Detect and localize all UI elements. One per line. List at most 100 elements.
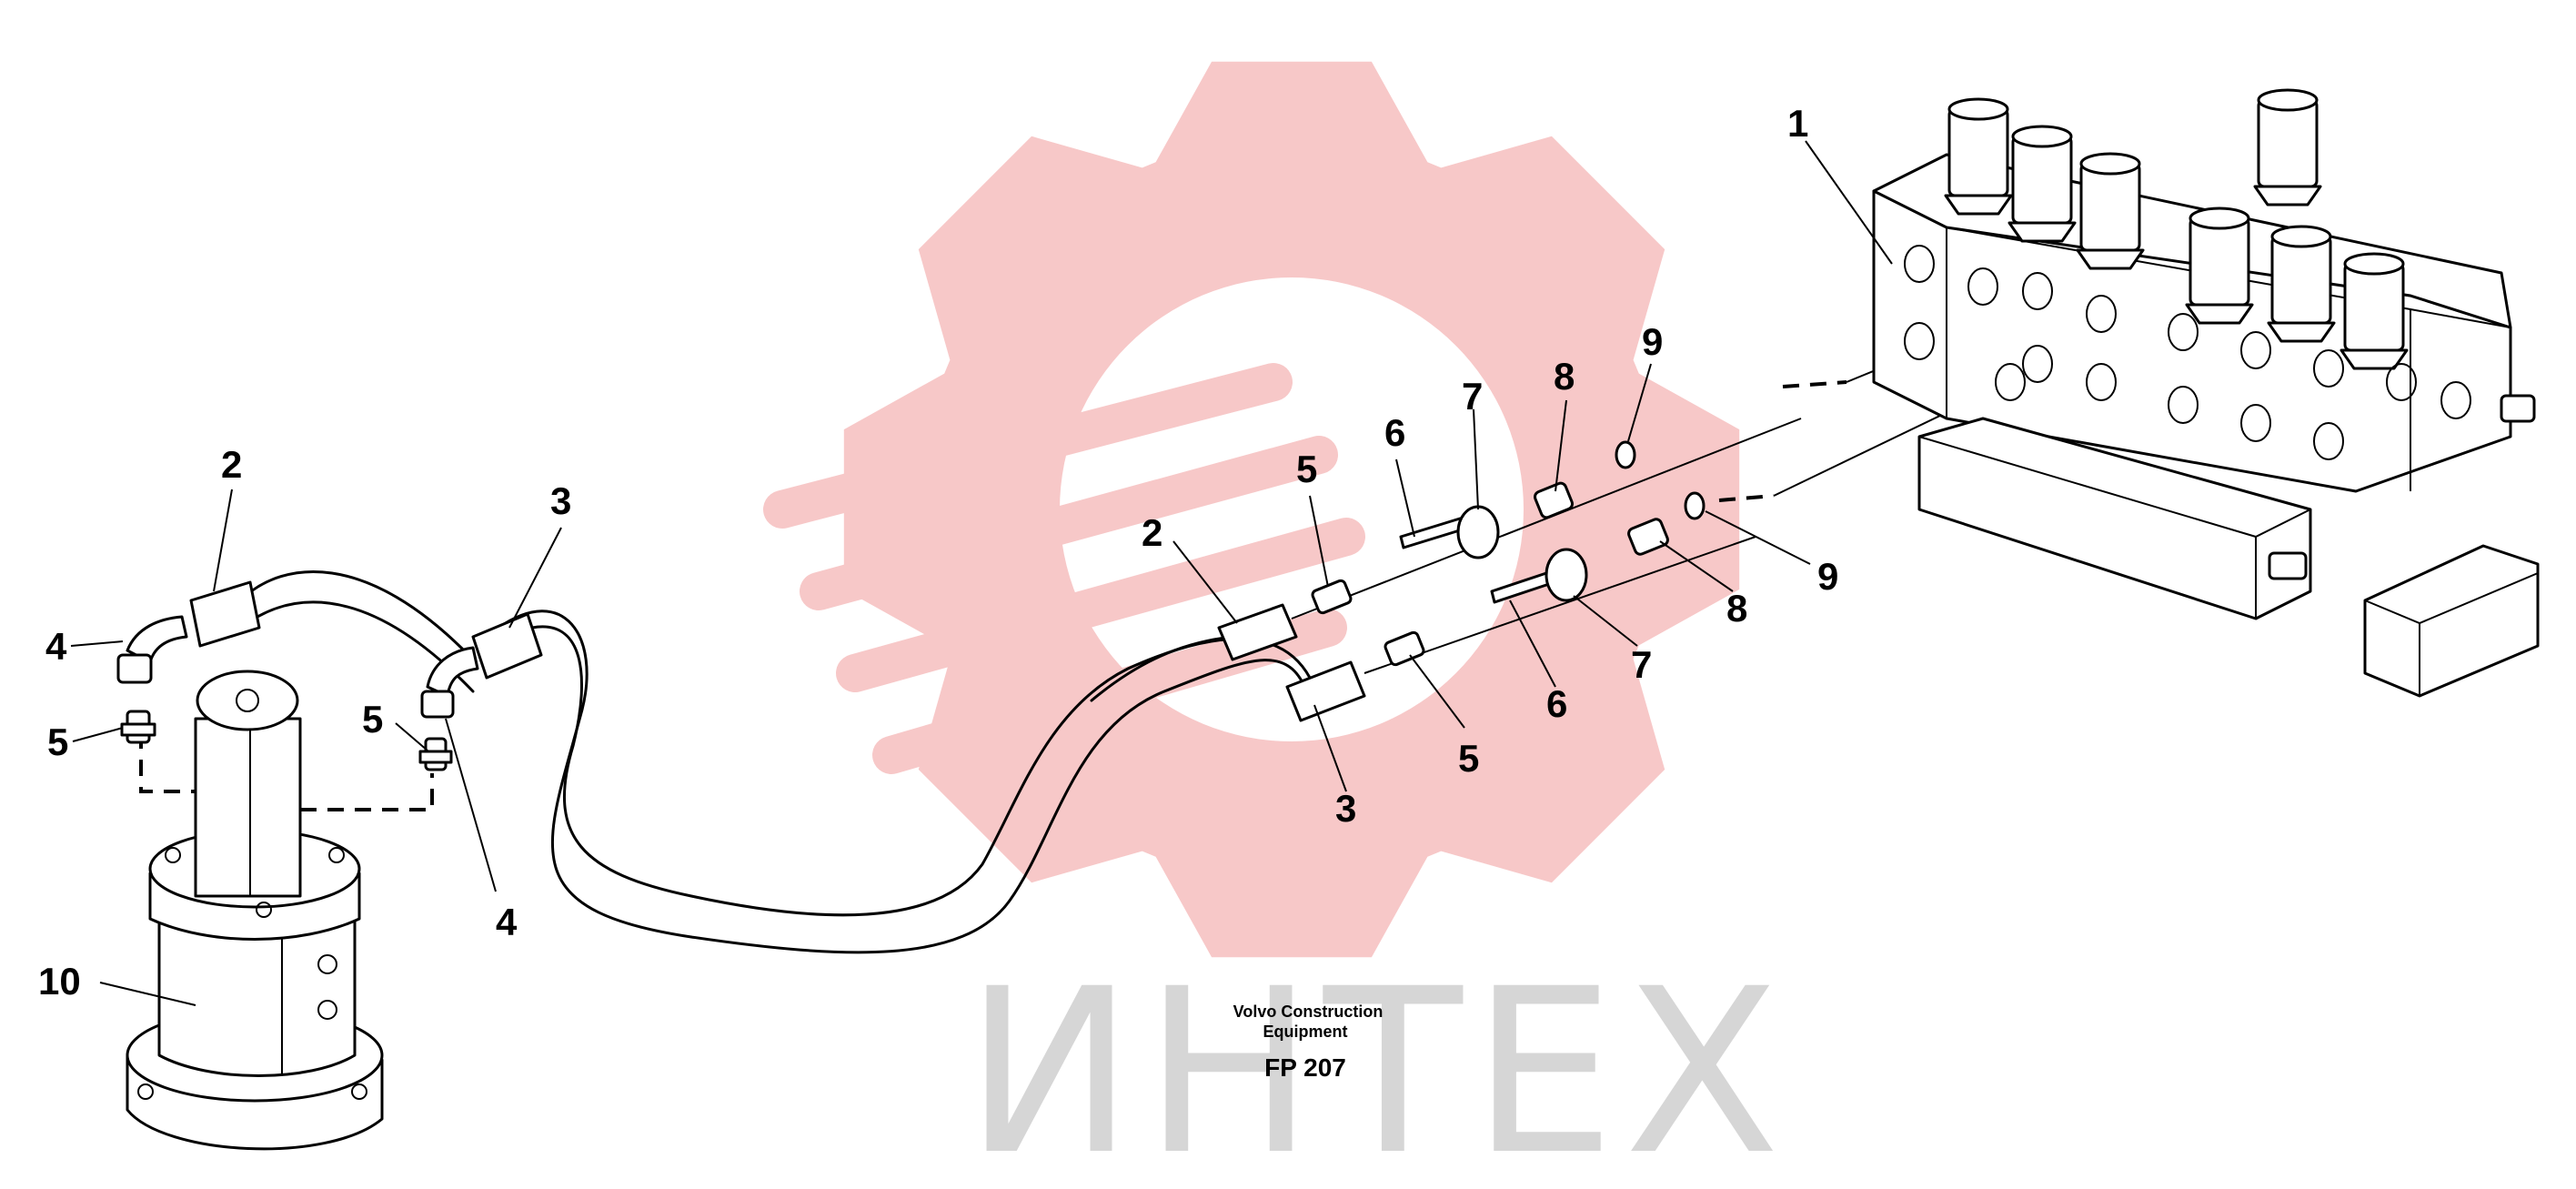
elbow-fitting-4-right — [426, 646, 479, 698]
callout-5: 5 — [1458, 737, 1479, 780]
valve-port — [2086, 295, 2117, 333]
valve-port — [2240, 331, 2271, 369]
sleeve-8-lower — [1627, 518, 1669, 556]
hose-2-crimp-right — [1217, 603, 1298, 661]
swivel-body — [157, 908, 357, 1077]
valve-port — [1995, 363, 2026, 401]
valve-port — [1904, 245, 1935, 283]
solenoid-group — [1944, 88, 2409, 370]
oring-9-upper — [1615, 440, 1636, 469]
swivel-shaft — [194, 717, 302, 898]
figure-caption: Volvo Construction Equipment FP 207 — [1233, 1003, 1384, 1082]
leader-5-left — [72, 727, 124, 742]
leader-4-left — [70, 640, 124, 647]
solenoid — [2343, 262, 2405, 352]
lower-manifold — [1917, 417, 2312, 620]
left-fittings — [116, 615, 479, 771]
flange-7-lower — [1545, 548, 1588, 602]
leader-7-lower — [1573, 595, 1638, 647]
leader-7-upper — [1473, 408, 1479, 510]
solenoid — [2257, 98, 2319, 188]
caption-company-line1: Volvo Construction — [1233, 1003, 1384, 1021]
hose-3-crimp-right — [1285, 660, 1366, 722]
swivel-joint — [126, 670, 434, 1151]
swivel-bolt — [137, 1083, 154, 1100]
leader-8-upper — [1555, 399, 1567, 492]
leader-6-lower — [1509, 600, 1556, 688]
solenoid-nut — [2253, 185, 2322, 207]
side-plug — [2500, 394, 2536, 423]
solenoid-cap — [2270, 225, 2332, 248]
side-manifold — [2363, 544, 2540, 698]
oring-9-lower — [1684, 491, 1706, 520]
swivel-port — [317, 1000, 337, 1020]
callout-2: 2 — [221, 443, 242, 486]
swivel-port — [317, 954, 337, 974]
callout-3: 3 — [550, 479, 571, 522]
swivel-top-hole — [236, 689, 259, 712]
leader-10 — [99, 982, 196, 1006]
valve-port — [2168, 313, 2199, 351]
watermark-gear-ring — [843, 61, 1740, 958]
leader-1 — [1805, 140, 1893, 265]
valve-port — [2168, 386, 2199, 424]
caption-figure-code: FP 207 — [1264, 1053, 1346, 1082]
callout-1: 1 — [1787, 102, 1808, 145]
valve-port — [1967, 267, 1998, 306]
callout-5: 5 — [1296, 448, 1317, 490]
solenoid-cap — [2257, 88, 2319, 112]
callout-2: 2 — [1142, 511, 1162, 554]
solenoid — [1947, 107, 2009, 197]
hose-3-end-fitting — [471, 612, 543, 680]
hose-assembly — [189, 570, 1366, 954]
callout-10: 10 — [38, 960, 81, 1003]
solenoid-nut — [2007, 221, 2077, 243]
nut-4-right — [420, 690, 455, 719]
solenoid — [2270, 235, 2332, 325]
leader-6-upper — [1395, 458, 1415, 538]
adapter-5-left-hex — [120, 722, 156, 737]
valve-port — [1904, 322, 1935, 360]
watermark-gear-stripe — [800, 436, 1338, 610]
upper-axis-dash — [1782, 380, 1847, 388]
hose-2-end-fitting — [189, 580, 261, 648]
callout-6: 6 — [1384, 411, 1405, 454]
leader-8-lower — [1659, 540, 1734, 592]
callout-5: 5 — [47, 720, 68, 763]
hose-2-tail — [1090, 635, 1234, 702]
valve-port — [2313, 422, 2344, 460]
sleeve-8-upper — [1534, 481, 1574, 519]
leader-9-upper — [1627, 363, 1652, 442]
solenoid-cap — [2343, 252, 2405, 276]
leader-5-mid — [395, 722, 428, 751]
solenoid-nut — [2267, 321, 2336, 343]
leader-2-mid — [1172, 540, 1238, 624]
solenoid — [2079, 162, 2141, 252]
callout-7: 7 — [1462, 375, 1483, 418]
callout-4: 4 — [496, 901, 518, 943]
leader-lines — [70, 140, 1893, 1006]
callout-labels: 1 2 4 5 3 5 4 10 2 5 6 7 8 9 3 5 6 7 8 9 — [38, 102, 1838, 1003]
callout-4: 4 — [45, 625, 67, 668]
hose-3-inner — [530, 625, 1312, 917]
swivel-bolt — [328, 847, 345, 863]
hose-2-upper — [244, 570, 475, 661]
solenoid-cap — [2011, 125, 2073, 148]
swivel-connection-right — [300, 773, 434, 811]
leader-5-lower — [1409, 654, 1465, 729]
adapter-5-lower — [1384, 630, 1425, 667]
watermark-gear-stripe — [763, 363, 1293, 529]
callout-8: 8 — [1726, 587, 1747, 630]
screw-6-upper — [1399, 517, 1464, 549]
valve-port — [2240, 404, 2271, 442]
leader-9-lower — [1705, 510, 1811, 565]
valve-port — [2022, 272, 2053, 310]
lower-axis-dash — [1718, 494, 1775, 502]
manifold-plug — [2268, 551, 2308, 580]
adapter-5-upper — [1311, 579, 1353, 615]
swivel-bolt — [351, 1083, 367, 1100]
leader-2-left — [213, 489, 233, 592]
adapter-5-right-hex — [418, 750, 453, 764]
